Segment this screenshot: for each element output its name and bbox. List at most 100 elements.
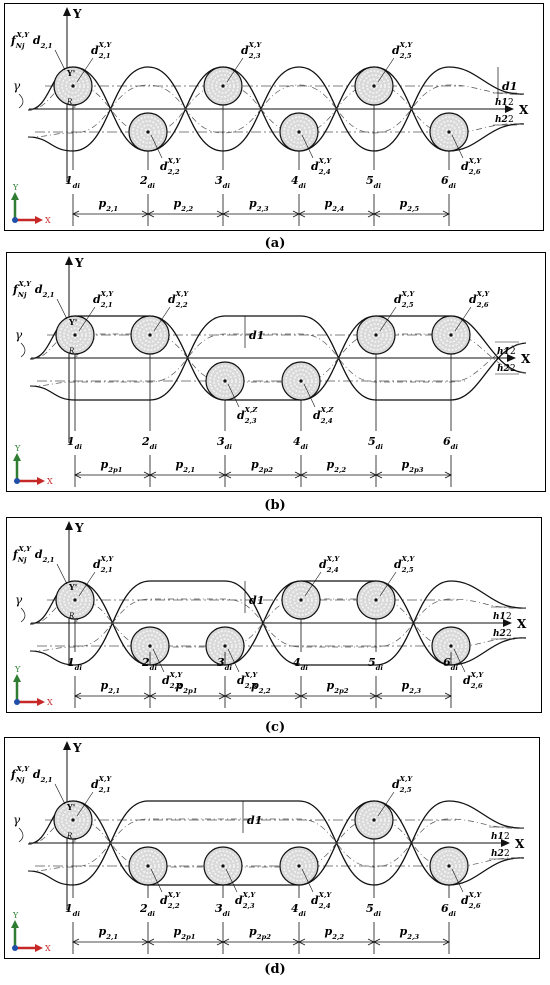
caption-b: (b) bbox=[264, 498, 286, 513]
position-label-3: 3di bbox=[217, 435, 232, 451]
wire-label-3: d2,3X,Y bbox=[241, 41, 262, 60]
leader-2 bbox=[153, 306, 171, 332]
wire-label-5: d2,5X,Y bbox=[392, 775, 413, 794]
position-label-2: 2di bbox=[141, 656, 157, 672]
leader-1 bbox=[78, 571, 96, 597]
wire-label-1: d2,1X,Y bbox=[91, 41, 112, 60]
upper-yarn-centerline bbox=[27, 818, 525, 868]
diagram-c: YXd2,1X,Y1did2,2X,Y2did2,3X,Y3did2,4X,Y4… bbox=[12, 521, 527, 708]
wire-label-1: d2,1X,Y bbox=[93, 290, 114, 309]
gamma-arc bbox=[20, 342, 26, 358]
pitch-label-4: p2,2 bbox=[325, 925, 345, 941]
leader-5 bbox=[377, 791, 395, 817]
radius-label: Rjc bbox=[68, 347, 79, 359]
leader-6 bbox=[454, 306, 472, 332]
pitch-label-2: p2,2 bbox=[174, 197, 194, 213]
pitch-label-2: p2p1 bbox=[174, 925, 196, 941]
wire-label-6: d2,6X,Y bbox=[461, 891, 482, 910]
triad-x-label: X bbox=[45, 216, 51, 225]
lower-yarn-path bbox=[29, 580, 527, 666]
h2-divisor: 2 bbox=[506, 629, 512, 639]
h2-label: h2 bbox=[491, 849, 504, 859]
triad-z-dot bbox=[14, 699, 20, 705]
leader-3 bbox=[227, 383, 240, 408]
h2-divisor: 2 bbox=[508, 115, 514, 125]
x-axis-label: X bbox=[519, 103, 529, 117]
h1-label: h1 bbox=[495, 98, 508, 108]
caption-a: (a) bbox=[264, 236, 286, 251]
triad-x-label: X bbox=[47, 698, 53, 707]
h1-label: h1 bbox=[491, 832, 504, 842]
leader-3 bbox=[227, 648, 240, 673]
position-label-6: 6di bbox=[441, 902, 456, 918]
wire-5 bbox=[356, 315, 396, 355]
triad-z-dot bbox=[14, 478, 20, 484]
y-axis-label: Y bbox=[72, 741, 82, 755]
wire-4 bbox=[281, 580, 321, 620]
position-label-6: 6di bbox=[441, 174, 456, 190]
d1-label: d1 bbox=[502, 80, 517, 93]
wire-label-5: d2,5X,Y bbox=[392, 41, 413, 60]
pitch-label-3: p2,3 bbox=[249, 197, 269, 213]
wire-label-4: d2,4X,Z bbox=[313, 406, 334, 425]
wire-label-4: d2,4X,Y bbox=[311, 157, 332, 176]
wire-4 bbox=[281, 361, 321, 401]
upper-yarn-path bbox=[29, 315, 527, 401]
pitch-label-1: p2,1 bbox=[99, 197, 119, 213]
triad-z-dot bbox=[12, 945, 18, 951]
position-label-6: 6di bbox=[443, 435, 458, 451]
leader-3 bbox=[225, 868, 238, 893]
force-leader bbox=[56, 563, 68, 585]
y-axis-arrow-icon bbox=[63, 741, 71, 750]
wire-3 bbox=[205, 626, 245, 666]
wire-3 bbox=[203, 846, 243, 886]
pitch-label-4: p2,2 bbox=[327, 458, 347, 474]
pitch-label-5: p2,3 bbox=[402, 679, 422, 695]
triad-y-head-icon bbox=[13, 453, 21, 461]
upper-yarn-path bbox=[27, 800, 525, 886]
position-label-6: 6di bbox=[443, 656, 458, 672]
wire-6 bbox=[431, 315, 471, 355]
h2-label: h2 bbox=[497, 364, 510, 374]
position-label-4: 4di bbox=[293, 656, 308, 672]
triad-x-head-icon bbox=[37, 698, 45, 706]
leader-1 bbox=[78, 306, 96, 332]
force-leader bbox=[54, 49, 66, 71]
diagram-b: YXd2,1X,Y1did2,2X,Y2did2,3X,Z3did2,4X,Z4… bbox=[12, 256, 531, 487]
leader-4 bbox=[301, 134, 314, 159]
y-axis-arrow-icon bbox=[63, 7, 71, 16]
force-label: fNjX,Y d2,1 bbox=[10, 31, 52, 50]
triad-x-label: X bbox=[47, 477, 53, 486]
x-axis-arrow-icon bbox=[507, 354, 516, 362]
wire-2 bbox=[128, 112, 168, 152]
d1-label: d1 bbox=[249, 329, 264, 342]
pitch-label-1: p2,1 bbox=[101, 679, 121, 695]
wire-label-2: d2,2X,Y bbox=[160, 157, 181, 176]
y-prime-label: Y' bbox=[66, 68, 75, 78]
radius-label: Rjc bbox=[66, 832, 77, 844]
h1-divisor: 2 bbox=[508, 98, 514, 108]
force-label: fNjX,Y d2,1 bbox=[10, 765, 52, 784]
force-leader bbox=[56, 298, 68, 320]
pitch-label-2: p2,1 bbox=[176, 458, 196, 474]
gamma-label: γ bbox=[13, 79, 21, 93]
position-label-3: 3di bbox=[217, 656, 232, 672]
wire-6 bbox=[429, 846, 469, 886]
diagram-d: YXd2,1X,Y1did2,2X,Y2did2,3X,Y3did2,4X,Y4… bbox=[10, 741, 525, 954]
lower-yarn-centerline bbox=[29, 598, 527, 652]
x-axis-label: X bbox=[521, 352, 531, 366]
wire-label-5: d2,5X,Y bbox=[394, 290, 415, 309]
triad-y-label: Y bbox=[12, 183, 19, 192]
wire-label-5: d2,5X,Y bbox=[394, 555, 415, 574]
y-prime-label: Y' bbox=[66, 802, 75, 812]
y-axis-arrow-icon bbox=[65, 521, 73, 530]
wire-label-3: d2,3X,Y bbox=[235, 891, 256, 910]
h2-divisor: 2 bbox=[510, 364, 516, 374]
wire-1 bbox=[55, 315, 95, 355]
caption-d: (d) bbox=[264, 962, 286, 977]
wire-1 bbox=[53, 800, 93, 840]
wire-5 bbox=[354, 800, 394, 840]
wire-5 bbox=[356, 580, 396, 620]
